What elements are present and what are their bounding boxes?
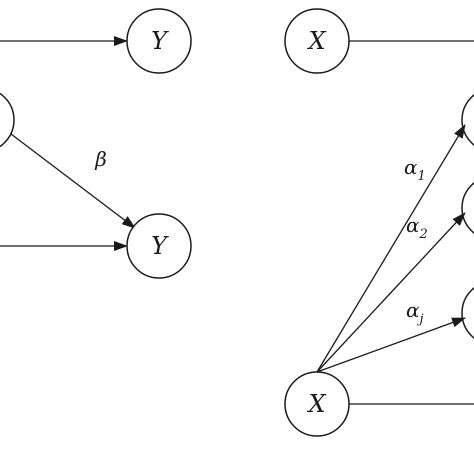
node-left-middle-partial — [0, 92, 15, 148]
alpha-2-symbol: α — [406, 213, 420, 237]
node-x-top: X — [284, 8, 350, 74]
node-x-bottom-label: X — [306, 390, 326, 418]
node-mediator-1-partial — [461, 94, 474, 146]
node-mediator-2-partial — [461, 182, 474, 234]
edge-label-alpha-2: α2 — [406, 213, 428, 242]
node-y-bottom: Y — [126, 213, 192, 279]
edge-alpha-1 — [316, 124, 466, 373]
edge-label-beta: β — [94, 147, 107, 171]
alpha-j-symbol: α — [406, 298, 420, 322]
node-y-top-label: Y — [151, 27, 169, 55]
alpha-1-subscript: 1 — [418, 169, 426, 184]
edge-alpha-2 — [316, 212, 466, 373]
node-x-bottom: X — [284, 371, 350, 437]
edge-beta — [10, 133, 136, 229]
node-mediator-j-partial — [461, 287, 474, 339]
node-y-bottom-label: Y — [151, 232, 169, 260]
alpha-2-subscript: 2 — [419, 227, 428, 242]
node-x-top-label: X — [306, 27, 326, 55]
node-y-top: Y — [126, 8, 192, 74]
alpha-1-symbol: α — [404, 155, 418, 179]
edge-label-alpha-j: αj — [406, 298, 424, 327]
edge-label-alpha-1: α1 — [404, 155, 426, 184]
alpha-j-subscript: j — [417, 312, 424, 327]
edge-alpha-j — [316, 317, 466, 373]
